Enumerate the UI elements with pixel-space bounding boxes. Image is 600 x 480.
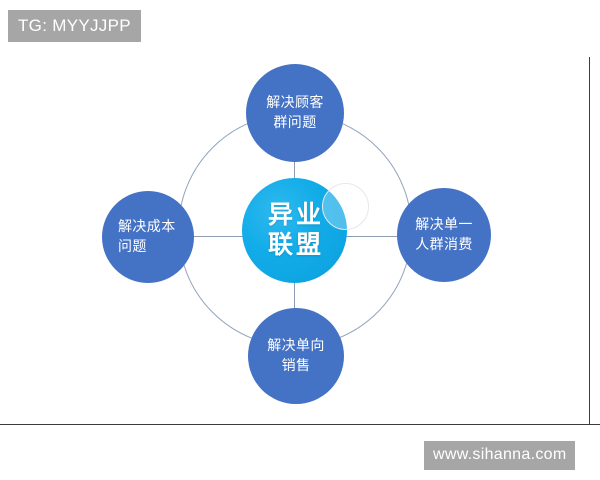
center-hub-line-1: 异业 [267,201,324,229]
watermark-bottom-right: www.sihanna.com [424,441,576,470]
diagram-node-top[interactable]: 解决顾客 群问题 [246,64,344,162]
center-hub-line-2: 联盟 [267,230,324,259]
node-bottom-line-2: 销售 [281,357,311,373]
vertical-divider [589,57,590,425]
node-right-line-2: 人群消费 [415,236,473,252]
diagram-node-right[interactable]: 解决单一 人群消费 [397,188,491,282]
node-left-line-1: 解决成本 [118,218,176,235]
diagram-node-bottom[interactable]: 解决单向 销售 [248,308,344,404]
horizontal-divider [0,424,600,425]
diagram-node-left[interactable]: 解决成本 问题 [102,191,194,283]
watermark-top-left: TG: MYYJJPP [8,10,141,42]
spoke-bottom-connector [294,281,296,309]
node-left-line-2: 问题 [118,238,147,254]
decorative-circle-outline [322,183,369,230]
spoke-top-connector [294,158,296,180]
node-right-line-1: 解决单一 [415,216,473,233]
node-top-line-2: 群问题 [273,114,317,130]
node-bottom-line-1: 解决单向 [267,337,325,354]
spoke-right-connector [346,236,400,238]
spoke-left-connector [190,236,245,238]
node-top-line-1: 解决顾客 [266,94,324,111]
